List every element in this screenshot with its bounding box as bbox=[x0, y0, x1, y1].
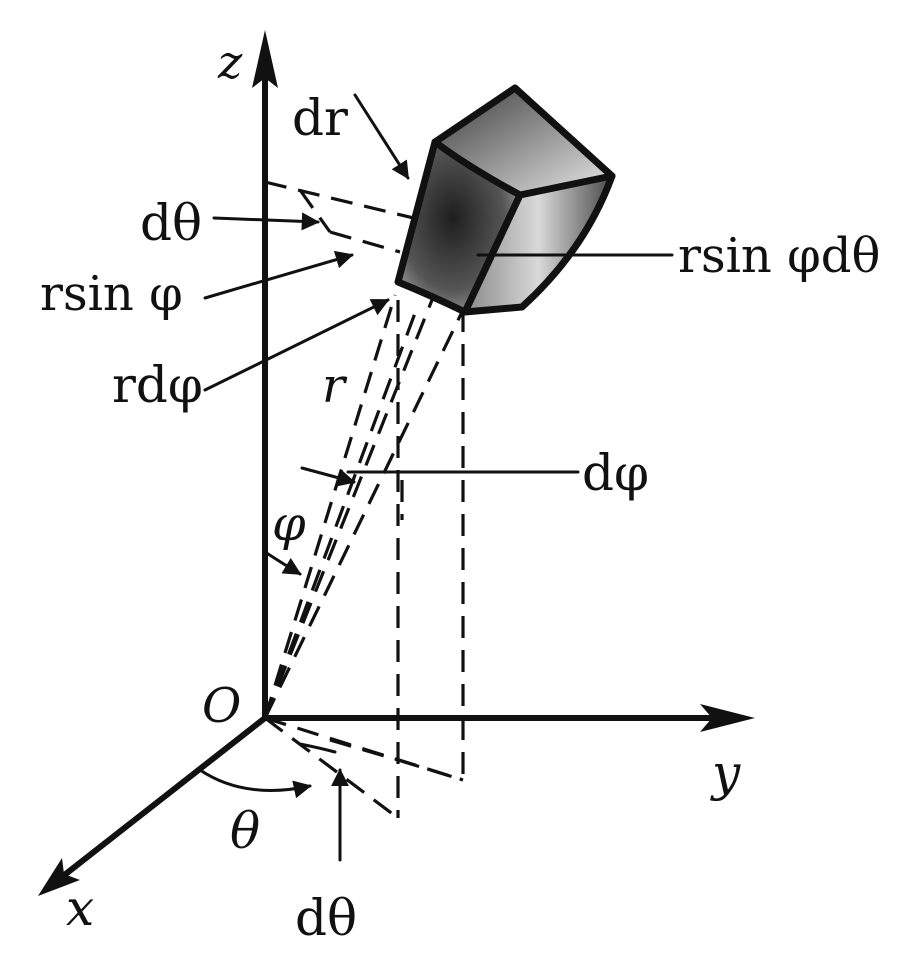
label-rdphi: rdφ bbox=[112, 356, 203, 414]
label-origin: O bbox=[202, 678, 241, 734]
z-axis-arrowhead bbox=[252, 30, 278, 88]
y-axis-arrowhead bbox=[700, 704, 755, 732]
label-dtheta-top: dθ bbox=[140, 194, 202, 252]
label-z: z bbox=[217, 35, 243, 89]
label-dphi: dφ bbox=[582, 444, 649, 502]
label-rsinphidtheta: rsin φdθ bbox=[678, 228, 880, 284]
label-x: x bbox=[66, 879, 94, 937]
x-axis bbox=[55, 715, 268, 883]
labels: z y x O dr dθ rsin φ rdφ r rsin φdθ dφ φ… bbox=[40, 35, 880, 947]
x-axis-arrowhead bbox=[38, 858, 80, 896]
label-dtheta-bottom: dθ bbox=[295, 889, 357, 947]
label-dr: dr bbox=[292, 89, 348, 147]
volume-front-face bbox=[398, 142, 520, 312]
axes bbox=[38, 30, 755, 896]
pointer-lines bbox=[198, 93, 674, 862]
label-r: r bbox=[322, 358, 348, 414]
label-rsinphi: rsin φ bbox=[40, 266, 183, 322]
volume-side-face bbox=[465, 176, 612, 312]
label-theta: θ bbox=[230, 802, 260, 860]
volume-element bbox=[394, 84, 616, 316]
label-phi: φ bbox=[272, 496, 306, 552]
label-y: y bbox=[710, 744, 741, 802]
